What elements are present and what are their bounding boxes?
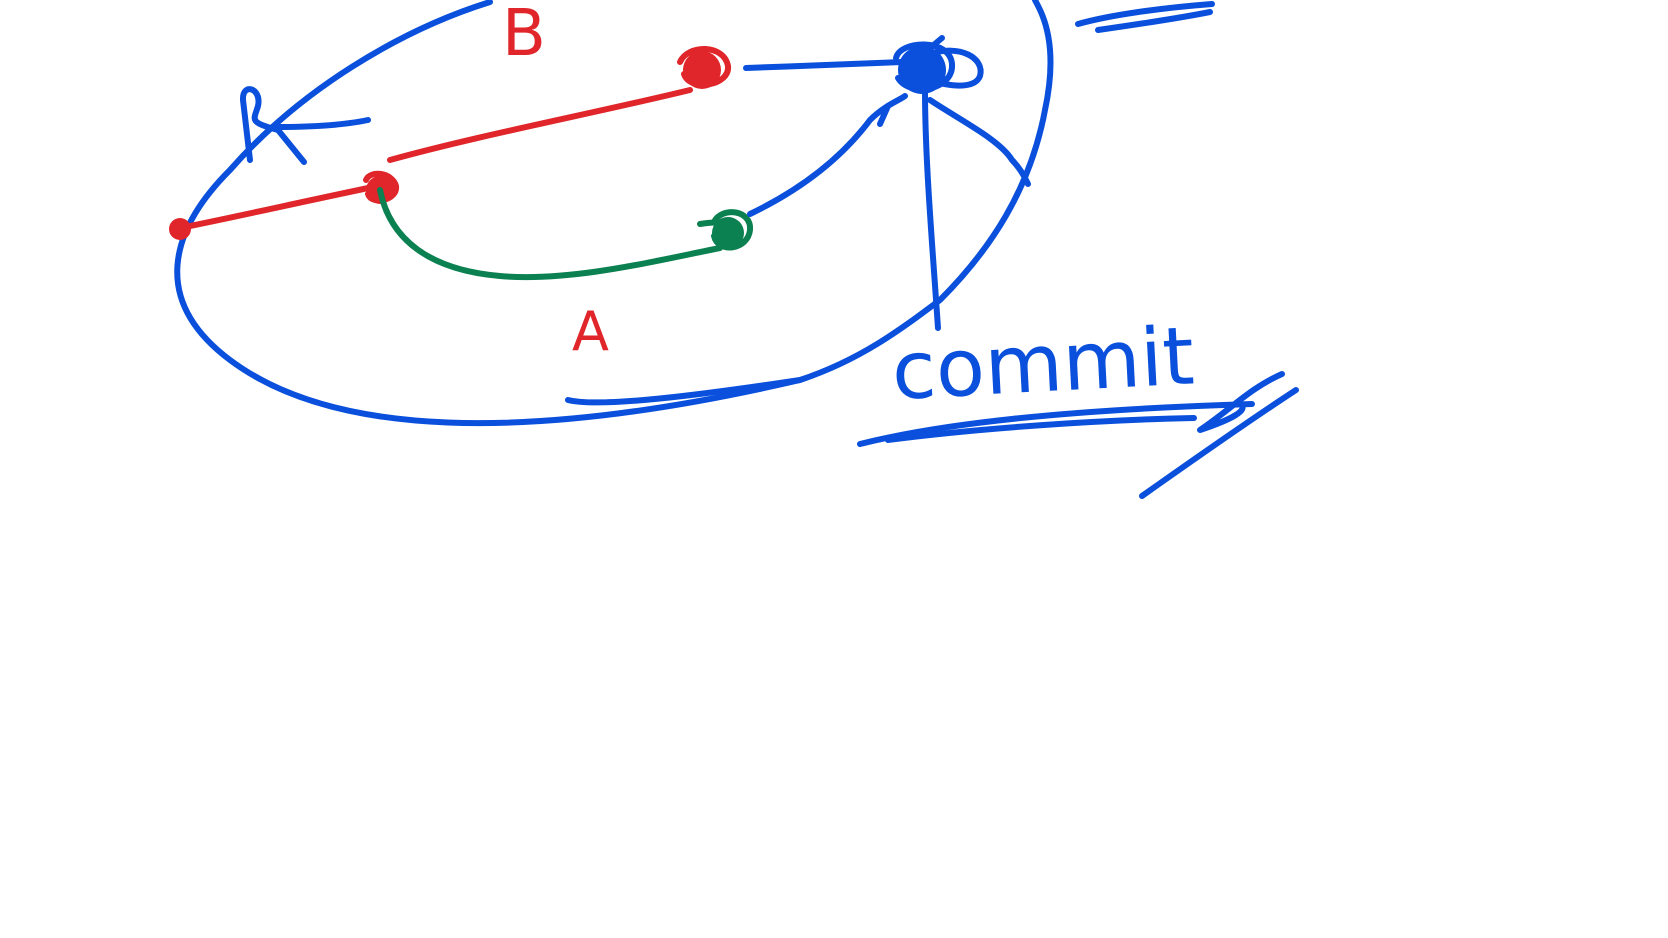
commit-squiggle (1197, 371, 1285, 433)
blue-merge-node (893, 35, 984, 94)
lower-tail-stroke (565, 377, 803, 406)
commit-underline-2 (885, 415, 1197, 443)
blue-edge-top (743, 59, 905, 71)
blue-vertical-edge (922, 87, 941, 331)
red-commit-dot-left (169, 218, 191, 240)
branch-marker-tick (271, 117, 371, 130)
commit-diagonal-stroke (1139, 387, 1299, 499)
commit-label: commit (889, 309, 1197, 418)
red-edge-left (177, 183, 381, 231)
red-commit-dot-top (677, 46, 731, 89)
top-right-dash-2 (1095, 9, 1213, 33)
branch-label-b: B (502, 0, 546, 71)
blue-edge-from-green (747, 93, 908, 217)
blue-diagonal-edge (927, 97, 1031, 187)
top-right-dash-1 (1075, 1, 1215, 27)
red-edge-top (387, 87, 693, 163)
branch-label-a: A (572, 300, 609, 363)
branch-marker-stroke (240, 86, 307, 165)
green-commit-dot (697, 209, 753, 251)
green-edge (377, 187, 723, 281)
blue-arrow-tick (877, 103, 891, 127)
